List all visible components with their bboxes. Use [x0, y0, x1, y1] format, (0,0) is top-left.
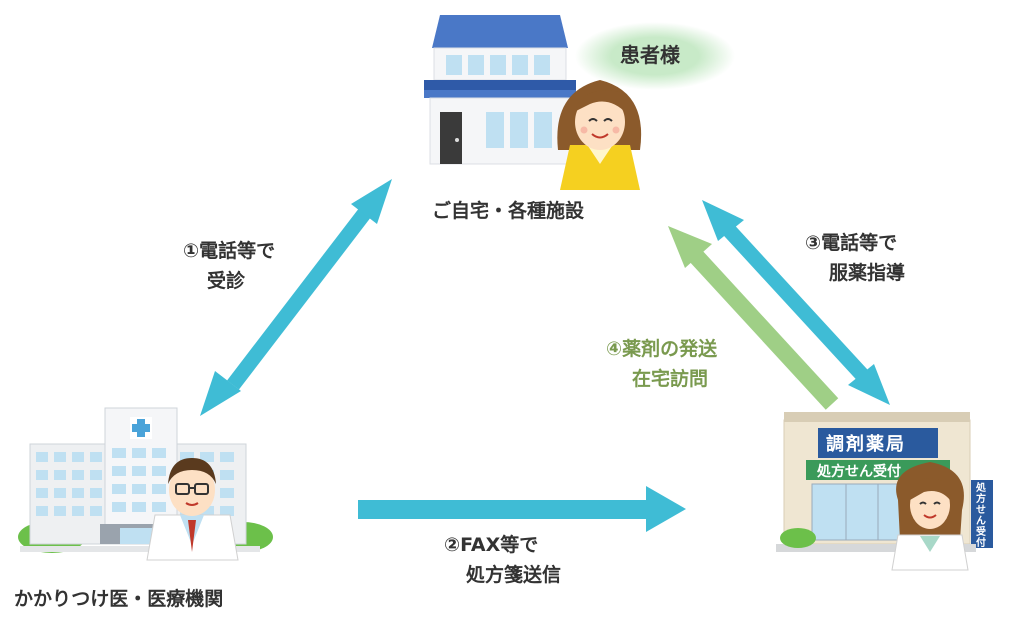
clinic-window [220, 506, 234, 516]
step3-label: ③電話等で 服薬指導 [805, 228, 905, 288]
step3-line2: 服薬指導 [829, 262, 906, 284]
step1-line2: 受診 [207, 270, 246, 292]
clinic-window [90, 452, 102, 462]
clinic-window [112, 448, 126, 458]
clinic-window [90, 488, 102, 498]
clinic-window [152, 448, 166, 458]
clinic-window [152, 466, 166, 476]
step4-line1: 薬剤の発送 [622, 338, 718, 360]
clinic-window [152, 484, 166, 494]
clinic-window [36, 452, 48, 462]
arrow-step1-bidirectional [200, 179, 392, 416]
step2-line2: 処方箋送信 [466, 564, 562, 586]
clinic-window [54, 488, 66, 498]
clinic-window [132, 448, 146, 458]
pharmacy-side-sign: 処方せん受付 [976, 483, 986, 549]
clinic-window [132, 466, 146, 476]
clinic-window [72, 506, 84, 516]
patient-figure [557, 80, 642, 190]
pharmacy-sign: 調剤薬局 [826, 434, 906, 455]
step2-number: ② [444, 534, 461, 556]
clinic-window [36, 506, 48, 516]
clinic-window [90, 470, 102, 480]
arrow-step2-right [358, 486, 686, 532]
clinic-window [220, 452, 234, 462]
clinic-window [112, 466, 126, 476]
clinic-window [132, 502, 146, 512]
clinic-window [180, 452, 194, 462]
step1-label: ①電話等で 受診 [183, 236, 275, 296]
arrow-step4-return [668, 226, 839, 410]
clinic-window [200, 506, 214, 516]
step2-label: ②FAX等で 処方箋送信 [444, 530, 561, 590]
pharmacy-sub-sign: 処方せん受付 [817, 464, 901, 480]
patient-badge [575, 22, 735, 90]
step2-line1: FAX等で [460, 534, 539, 556]
clinic-window [90, 506, 102, 516]
arrow-step3-bidirectional [702, 200, 890, 405]
step1-line1: 電話等で [199, 240, 276, 262]
step3-number: ③ [805, 232, 822, 254]
clinic-window [72, 470, 84, 480]
clinic-window [54, 470, 66, 480]
patient-home-label: ご自宅・各種施設 [432, 200, 585, 222]
clinic-window [54, 452, 66, 462]
clinic-window [36, 470, 48, 480]
clinic-window [36, 488, 48, 498]
step4-number: ④ [606, 338, 623, 360]
clinic-window [132, 484, 146, 494]
doctor-figure [146, 458, 239, 561]
clinic-window [54, 506, 66, 516]
clinic-illustration [18, 407, 273, 553]
clinic-window [220, 470, 234, 480]
clinic-window [72, 488, 84, 498]
clinic-window [152, 502, 166, 512]
pharmacist-figure [891, 462, 969, 571]
patient-badge-label: 患者様 [620, 43, 680, 67]
step3-line1: 電話等で [821, 232, 898, 254]
step1-number: ① [183, 240, 200, 262]
clinic-window [112, 484, 126, 494]
clinic-window [220, 488, 234, 498]
step4-line2: 在宅訪問 [632, 368, 709, 390]
house-illustration [424, 15, 576, 165]
clinic-label: かかりつけ医・医療機関 [14, 588, 224, 610]
clinic-window [200, 452, 214, 462]
step4-label: ④薬剤の発送 在宅訪問 [606, 334, 717, 394]
clinic-window [72, 452, 84, 462]
clinic-window [112, 502, 126, 512]
